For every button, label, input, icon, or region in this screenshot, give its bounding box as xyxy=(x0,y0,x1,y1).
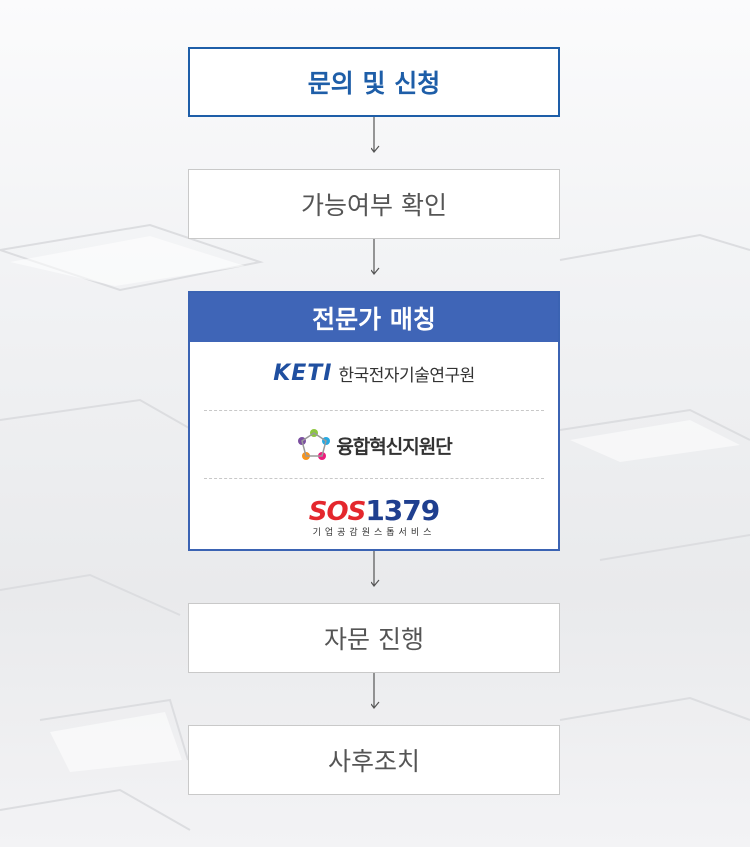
down-arrow-icon xyxy=(371,673,380,709)
sos1379-logo: SOS 1379 기업공감원스톱서비스 xyxy=(309,494,440,538)
keti-entry: KETI 한국전자기술연구원 xyxy=(204,353,544,393)
step-availability-check: 가능여부 확인 xyxy=(188,169,560,239)
down-arrow-icon xyxy=(371,551,380,587)
fusion-innovation-entry: 융합혁신지원단 xyxy=(204,423,544,467)
step-follow-up-label: 사후조치 xyxy=(327,747,420,776)
step-inquiry-application: 문의 및 신청 xyxy=(188,47,560,117)
fusion-logo-icon xyxy=(298,429,331,460)
expert-matching-header: 전문가 매칭 xyxy=(190,293,558,342)
sos-subtitle: 기업공감원스톱서비스 xyxy=(312,528,436,538)
expert-matching-title: 전문가 매칭 xyxy=(312,304,436,334)
divider xyxy=(204,478,544,479)
step-consultation: 자문 진행 xyxy=(188,603,560,673)
sos1379-entry: SOS 1379 기업공감원스톱서비스 xyxy=(204,488,544,544)
sos-logo-text: SOS xyxy=(308,497,367,527)
keti-name: 한국전자기술연구원 xyxy=(338,365,476,386)
step-consultation-label: 자문 진행 xyxy=(324,625,424,654)
step-availability-label: 가능여부 확인 xyxy=(301,191,447,220)
sos-number: 1379 xyxy=(365,494,440,527)
divider xyxy=(204,410,544,411)
down-arrow-icon xyxy=(371,239,380,275)
down-arrow-icon xyxy=(371,117,380,153)
keti-logo: KETI xyxy=(273,360,333,386)
expert-matching-panel: 전문가 매칭 KETI 한국전자기술연구원 융합혁신지원단 SOS 1379 기… xyxy=(188,291,560,551)
step-follow-up: 사후조치 xyxy=(188,725,560,795)
fusion-innovation-name: 융합혁신지원단 xyxy=(336,435,452,458)
step-inquiry-label: 문의 및 신청 xyxy=(307,69,441,98)
